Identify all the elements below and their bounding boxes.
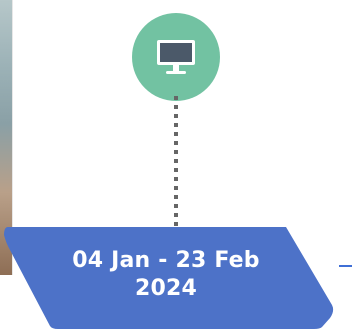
- date-banner: [4, 227, 334, 329]
- side-photo-strip: [0, 0, 13, 275]
- date-range-line2: 2024: [134, 276, 198, 301]
- dashed-connector: [174, 96, 178, 228]
- icon-circle: [132, 13, 220, 101]
- date-range-line1: 04 Jan - 23 Feb: [72, 248, 260, 273]
- right-divider: [339, 265, 352, 267]
- date-range-label: 04 Jan - 23 Feb 2024: [34, 247, 298, 303]
- monitor-icon: [157, 40, 195, 74]
